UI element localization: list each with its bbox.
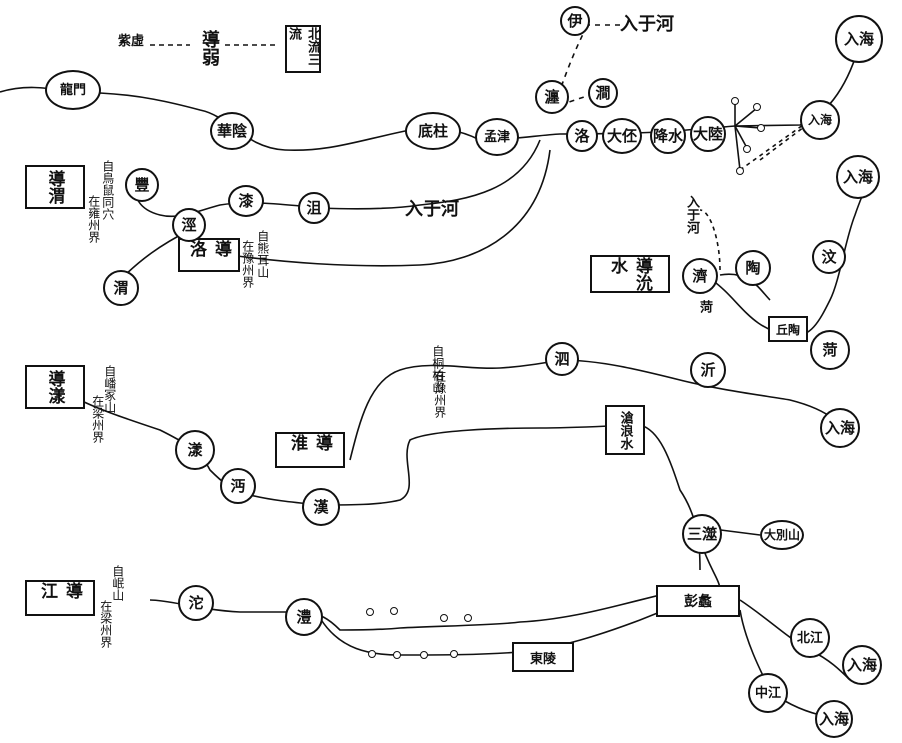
node-feng: 豐 [125,168,159,202]
node-mian: 沔 [220,468,256,504]
node-ruhai3: 入海 [820,408,860,448]
line-ji [711,174,871,337]
note-liang2: 在梁州界 [98,600,113,648]
node-luo: 洛 [566,120,598,152]
node-yi-river: 伊 [560,6,590,36]
node-longmen: 龍門 [45,70,101,110]
line-delta-4 [734,125,748,149]
node-ju: 沮 [298,192,330,224]
delta-mark-4 [743,145,751,153]
node-bei: 北江 [790,618,830,658]
node-dingtao: 汶 [812,240,846,274]
note-yu2: 在豫州界 [432,370,447,418]
jiang-mark-4 [464,614,472,622]
delta-mark-5 [736,167,744,175]
node-sanshi: 三澨 [682,514,722,554]
node-wei-river: 渭 [103,270,139,306]
line-delta-5 [734,125,741,171]
text-renhe: 入于河 [684,195,699,234]
node-tuo: 沱 [178,585,214,621]
note-luo-src: 自熊耳山 [255,230,270,278]
node-ruhai5: 入海 [815,700,853,738]
node-jieshi: 入海 [800,100,840,140]
line-ji-dashed [699,209,721,271]
note-huai-src: 自桐柏山 [430,345,445,393]
note-yang-src: 自嶓冢山 [102,365,117,413]
line-delta-8 [759,123,809,161]
node-zhong: 中江 [748,673,788,713]
note-wei-src: 自鳥鼠同穴 [100,160,115,220]
box-river-luo: 導洛 [178,238,240,272]
line-huai [349,359,836,461]
node-jiang: 降水 [650,118,686,154]
jiang-mark-5 [368,650,376,658]
node-jiang2: 大陸 [690,116,726,152]
box-pengli: 彭蠡 [656,585,740,617]
jiang-mark-7 [420,651,428,659]
line-jiang-lower [319,599,691,656]
legend-arrow-label: 導弱 [199,30,220,66]
jiang-mark-2 [390,607,398,615]
node-ruhai4: 入海 [842,645,882,685]
node-dizhu: 底柱 [405,112,461,150]
node-tao: 陶 [735,250,771,286]
node-yang: 漾 [175,430,215,470]
box-river-huai: 導淮 [275,432,345,468]
node-mengjin: 孟津 [475,118,519,156]
box-river-yang: 導漾 [25,365,85,409]
line-wei [135,139,541,218]
box-river-wei: 導渭 [25,165,85,209]
box-dongling: 東陵 [512,642,574,672]
node-jing: 涇 [172,208,206,242]
node-ruhai2: 入海 [836,155,880,199]
note-yu: 在豫州界 [240,240,255,288]
line-delta-7 [739,119,811,171]
box-qiuqiu: 丘陶 [768,316,808,342]
node-daping: 大伾 [602,118,642,154]
node-heze-circle: 菏 [810,330,850,370]
node-ji: 濟 [682,258,718,294]
note-jiang-src: 自岷山 [110,565,125,601]
note-liang: 在梁州界 [90,395,105,443]
node-li: 澧 [285,598,323,636]
jiang-mark-6 [393,651,401,659]
node-dabie: 大別山 [760,520,804,550]
jiang-mark-3 [440,614,448,622]
node-jian: 澗 [588,78,618,108]
delta-mark-2 [753,103,761,111]
jiang-mark-8 [450,650,458,658]
legend-box-label: 北流三流 [285,25,321,73]
node-si: 泗 [545,342,579,376]
node-ruhai: 入海 [835,15,883,63]
box-river-yi: 導沇水 [590,255,670,293]
node-chan: 瀍 [535,80,569,114]
text-rz-wei: 入于河 [405,199,459,220]
delta-mark-1 [731,97,739,105]
node-yi: 沂 [690,352,726,388]
jiang-mark-1 [366,608,374,616]
text-rz-yi: 入于河 [620,14,674,35]
node-qi: 漆 [228,185,264,217]
line-jiang [149,589,741,631]
text-heze: 菏 [697,300,712,313]
line-luo [229,149,551,267]
box-canglang: 滄浪水 [605,405,645,455]
node-huayin: 華陰 [210,112,254,150]
delta-mark-3 [757,124,765,132]
box-river-jiang: 導江 [25,580,95,616]
note-yong: 在雍州界 [86,195,101,243]
line-delta-2 [734,107,758,127]
legend-dash-label: 紫虛 [118,34,145,49]
node-han: 漢 [302,488,340,526]
